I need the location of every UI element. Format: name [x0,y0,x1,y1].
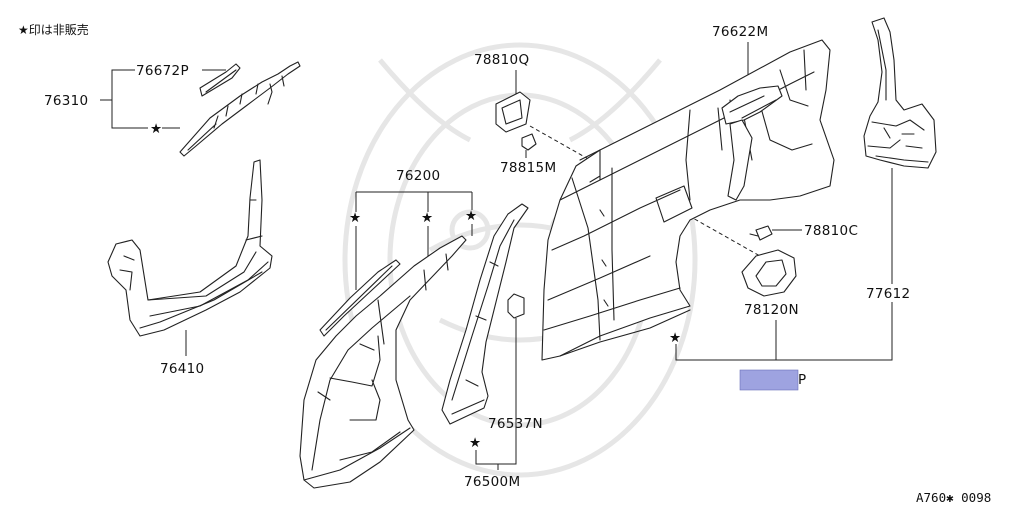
label-76500M: 76500M [464,474,520,490]
star-mark: ★ [421,210,433,226]
part-78810C-drawing [749,225,773,241]
label-76672P: 76672P [136,63,189,79]
label-78810C: 78810C [804,223,858,239]
dashed-alignment-line [529,125,761,257]
label-76537N: 76537N [488,416,543,432]
leader-76200 [355,191,473,212]
star-mark: ★ [465,208,477,224]
part-78120N-drawing [741,249,797,297]
redacted-suffix: P [798,372,806,388]
redacted-highlight [739,369,799,391]
leader-76500M [475,450,517,465]
legend-note: ★印は非販売 [18,22,89,37]
part-78810Q-drawing [495,91,531,133]
star-mark: ★ [150,121,162,137]
label-76622M: 76622M [712,24,768,40]
label-76200: 76200 [396,168,440,184]
label-78815M: 78815M [500,160,556,176]
figure-code: A760✱ 0098 [916,490,991,505]
part-78815M-drawing [521,133,537,151]
part-76200-drawing [299,235,467,489]
part-76310-drawing [179,61,301,157]
star-mark: ★ [469,435,481,451]
label-76410: 76410 [160,361,204,377]
label-78810Q: 78810Q [474,52,529,68]
part-76622M-drawing [721,85,783,201]
label-76310: 76310 [44,93,88,109]
star-mark: ★ [669,330,681,346]
label-77612: 77612 [866,286,910,302]
leader-76310 [100,69,148,129]
leader-77612 [675,302,893,361]
star-mark: ★ [349,210,361,226]
part-76537N-drawing [441,203,529,425]
label-78120N: 78120N [744,302,799,318]
part-76410-drawing [107,159,273,337]
part-77612-drawing [863,17,937,169]
